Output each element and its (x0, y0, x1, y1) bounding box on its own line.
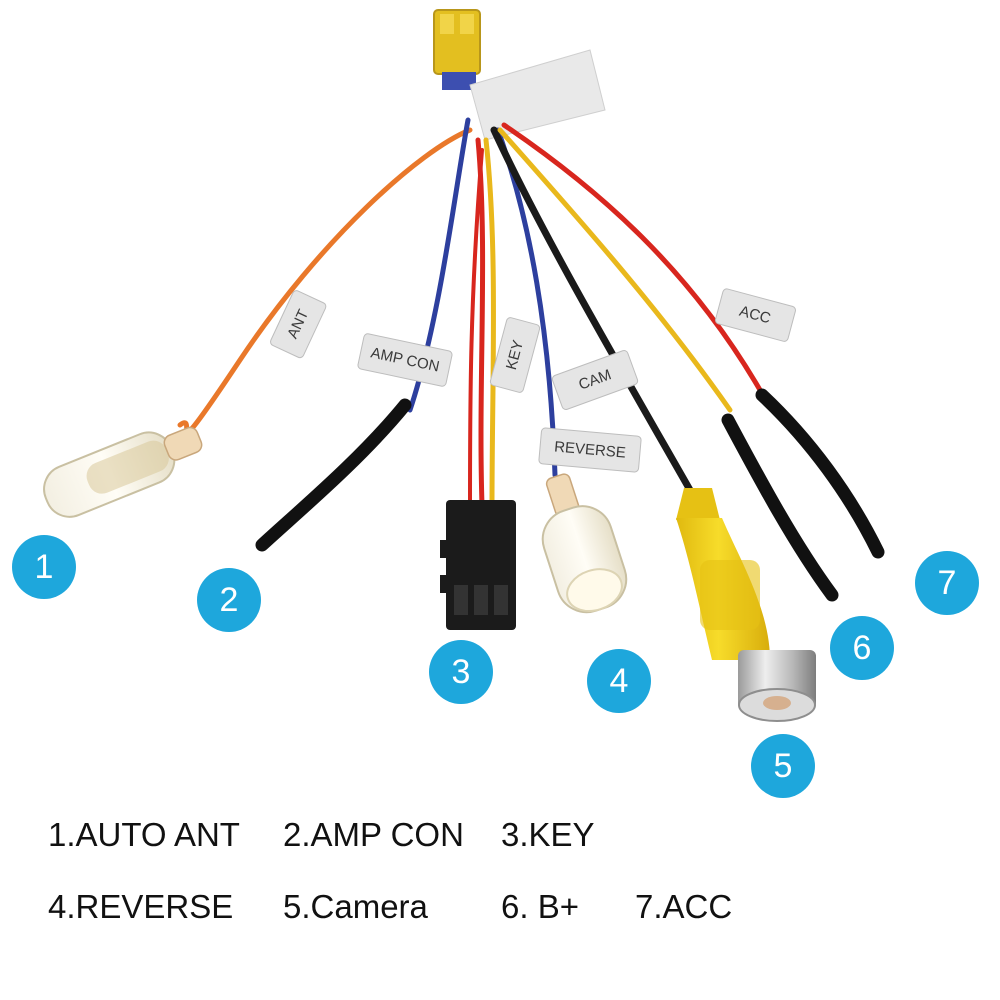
tag-reverse: REVERSE (538, 427, 642, 473)
wire-label-sticker (469, 49, 606, 141)
key-plug (440, 500, 516, 630)
tag-ant: ANT (270, 290, 327, 359)
tag-amp-con: AMP CON (357, 333, 453, 387)
heatshrink-tubes (255, 388, 885, 602)
badge-7-text: 7 (938, 564, 957, 602)
reverse-bullet-socket (541, 473, 628, 614)
ant-bullet-socket (43, 426, 203, 518)
badge-1-text: 1 (35, 548, 54, 586)
badge-3-text: 3 (452, 653, 471, 691)
wires (177, 117, 763, 508)
number-badges: 1 2 3 4 5 6 7 (12, 535, 979, 798)
badge-7: 7 (915, 551, 979, 615)
tag-reverse-text: REVERSE (554, 438, 627, 461)
badge-2: 2 (197, 568, 261, 632)
tag-cam: CAM (551, 350, 639, 410)
badge-5: 5 (751, 734, 815, 798)
tag-acc: ACC (715, 288, 796, 342)
wire-tags: ANT AMP CON KEY CAM REVERSE ACC (270, 288, 796, 473)
rca-camera-connector (676, 488, 816, 722)
badge-2-text: 2 (220, 581, 239, 619)
badge-1: 1 (12, 535, 76, 599)
badge-6-text: 6 (853, 629, 872, 667)
badge-5-text: 5 (774, 747, 793, 785)
main-connector (433, 9, 481, 90)
badge-6: 6 (830, 616, 894, 680)
badge-4: 4 (587, 649, 651, 713)
tag-key: KEY (489, 317, 541, 393)
badge-4-text: 4 (610, 662, 629, 700)
badge-3: 3 (429, 640, 493, 704)
